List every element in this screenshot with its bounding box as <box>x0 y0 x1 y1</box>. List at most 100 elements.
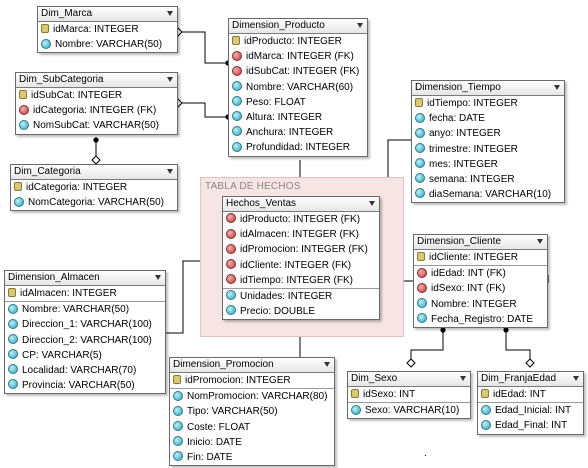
column-definition: idProducto: INTEGER <box>244 36 342 47</box>
table-column-row[interactable]: idCategoria: INTEGER <box>11 180 177 195</box>
column-definition: idCliente: INTEGER <box>429 252 518 263</box>
primary-key-icon <box>173 374 181 384</box>
table-column-row[interactable]: idTiempo: INTEGER (FK) <box>223 273 379 288</box>
table-column-row[interactable]: Fin: DATE <box>170 450 334 465</box>
table-column-row[interactable]: diaSemana: VARCHAR(10) <box>412 187 564 202</box>
table-column-row[interactable]: idSubCat: INTEGER (FK) <box>229 64 367 79</box>
collapse-arrow-icon[interactable] <box>155 274 162 281</box>
collapse-arrow-icon[interactable] <box>537 238 544 245</box>
table-title-text: Dim_SubCategoria <box>19 74 104 85</box>
table-column-row[interactable]: idSexo: INT (FK) <box>414 281 547 296</box>
column-definition: idSexo: INT <box>363 389 416 400</box>
collapse-arrow-icon[interactable] <box>324 361 331 368</box>
primary-foreign-key-icon <box>226 258 236 269</box>
table-title-text: Dim_Categoria <box>14 166 81 177</box>
table-column-row[interactable]: Edad_Final: INT <box>478 418 583 433</box>
collapse-arrow-icon[interactable] <box>554 84 561 91</box>
column-definition: idSubCat: INTEGER (FK) <box>246 66 360 78</box>
table-column-row[interactable]: Peso: FLOAT <box>229 95 367 110</box>
table-column-row[interactable]: Inicio: DATE <box>170 435 334 450</box>
table-column-row[interactable]: idTiempo: INTEGER <box>412 96 564 111</box>
table-column-row[interactable]: Fecha_Registro: DATE <box>414 312 547 327</box>
table-column-row[interactable]: idCliente: INTEGER <box>414 250 547 265</box>
column-icon <box>14 196 24 207</box>
column-icon <box>226 305 236 316</box>
collapse-arrow-icon[interactable] <box>357 22 364 29</box>
table-column-row[interactable]: idPromocion: INTEGER <box>170 373 334 388</box>
table-column-row[interactable]: Nombre: VARCHAR(50) <box>5 301 165 317</box>
column-definition: Fin: DATE <box>187 451 233 463</box>
table-column-row[interactable]: Nombre: INTEGER <box>414 297 547 312</box>
primary-key-icon <box>351 388 359 398</box>
collapse-arrow-icon[interactable] <box>167 10 174 17</box>
table-column-row[interactable]: Direccion_2: VARCHAR(100) <box>5 333 165 348</box>
table-column-row[interactable]: NomPromocion: VARCHAR(80) <box>170 388 334 404</box>
table-column-row[interactable]: Edad_Inicial: INT <box>478 402 583 418</box>
foreign-key-icon <box>232 65 242 76</box>
table-column-row[interactable]: Profundidad: INTEGER <box>229 140 367 155</box>
table-column-row[interactable]: idPromocion: INTEGER (FK) <box>223 242 379 257</box>
table-title-text: Dim_Marca <box>41 8 93 19</box>
table-column-row[interactable]: Provincia: VARCHAR(50) <box>5 378 165 393</box>
table-column-row[interactable]: idAlmacen: INTEGER (FK) <box>223 227 379 242</box>
collapse-arrow-icon[interactable] <box>369 200 376 207</box>
table-column-row[interactable]: idCliente: INTEGER (FK) <box>223 258 379 273</box>
collapse-arrow-icon[interactable] <box>573 375 580 382</box>
table-column-row[interactable]: Nombre: VARCHAR(50) <box>38 37 177 52</box>
table-column-row[interactable]: idSubCat: INTEGER <box>16 88 177 103</box>
column-definition: semana: INTEGER <box>429 173 515 185</box>
table-column-row[interactable]: Sexo: VARCHAR(10) <box>348 402 470 418</box>
table-column-row[interactable]: Nombre: VARCHAR(60) <box>229 80 367 95</box>
collapse-arrow-icon[interactable] <box>167 168 174 175</box>
table-column-row[interactable]: idCategoria: INTEGER (FK) <box>16 103 177 118</box>
table-column-row[interactable]: Precio: DOUBLE <box>223 304 379 319</box>
column-icon <box>232 80 242 91</box>
table-column-row[interactable]: idMarca: INTEGER <box>38 22 177 37</box>
table-column-row[interactable]: CP: VARCHAR(5) <box>5 348 165 363</box>
table-column-row[interactable]: semana: INTEGER <box>412 172 564 187</box>
table-column-row[interactable]: Localidad: VARCHAR(70) <box>5 363 165 378</box>
collapse-arrow-icon[interactable] <box>167 76 174 83</box>
collapse-arrow-icon[interactable] <box>460 375 467 382</box>
table-column-row[interactable]: Coste: FLOAT <box>170 420 334 435</box>
column-definition: idEdad: INT (FK) <box>431 268 506 280</box>
column-definition: idTiempo: INTEGER (FK) <box>240 274 353 286</box>
table-column-row[interactable]: idEdad: INT (FK) <box>414 265 547 281</box>
table-column-row[interactable]: NomCategoria: VARCHAR(50) <box>11 195 177 210</box>
column-definition: Precio: DOUBLE <box>240 306 316 318</box>
table-column-row[interactable]: Tipo: VARCHAR(50) <box>170 404 334 419</box>
table-column-row[interactable]: fecha: DATE <box>412 111 564 126</box>
column-definition: Nombre: INTEGER <box>431 298 517 310</box>
table-column-row[interactable]: idMarca: INTEGER (FK) <box>229 49 367 64</box>
table-column-row[interactable]: Unidades: INTEGER <box>223 287 379 304</box>
table-column-row[interactable]: anyo: INTEGER <box>412 126 564 141</box>
table-title-text: Dimension_Almacen <box>8 272 100 283</box>
table-column-row[interactable]: Direccion_1: VARCHAR(100) <box>5 317 165 332</box>
column-definition: idAlmacen: INTEGER <box>20 288 117 299</box>
table-column-row[interactable]: Altura: INTEGER <box>229 110 367 125</box>
table-column-row[interactable]: mes: INTEGER <box>412 157 564 172</box>
table-column-row[interactable]: trimestre: INTEGER <box>412 142 564 157</box>
column-definition: idSexo: INT (FK) <box>431 283 506 295</box>
table-column-row[interactable]: Anchura: INTEGER <box>229 125 367 140</box>
table-dim-sexo[interactable]: Dim_Sexo idSexo: INT Sexo: VARCHAR(10) <box>347 371 471 420</box>
table-column-row[interactable]: idProducto: INTEGER (FK) <box>223 212 379 227</box>
table-column-row[interactable]: idProducto: INTEGER <box>229 34 367 49</box>
column-icon <box>173 405 183 416</box>
table-title-text: Dim_Sexo <box>351 373 398 384</box>
table-column-row[interactable]: idEdad: INT <box>478 387 583 402</box>
table-column-row[interactable]: idAlmacen: INTEGER <box>5 286 165 301</box>
table-column-row[interactable]: idSexo: INT <box>348 387 470 402</box>
table-column-row[interactable]: NomSubCat: VARCHAR(50) <box>16 118 177 133</box>
primary-key-icon <box>415 97 423 107</box>
table-dimension-almacen[interactable]: Dimension_Almacen idAlmacen: INTEGER Nombr… <box>4 270 166 395</box>
